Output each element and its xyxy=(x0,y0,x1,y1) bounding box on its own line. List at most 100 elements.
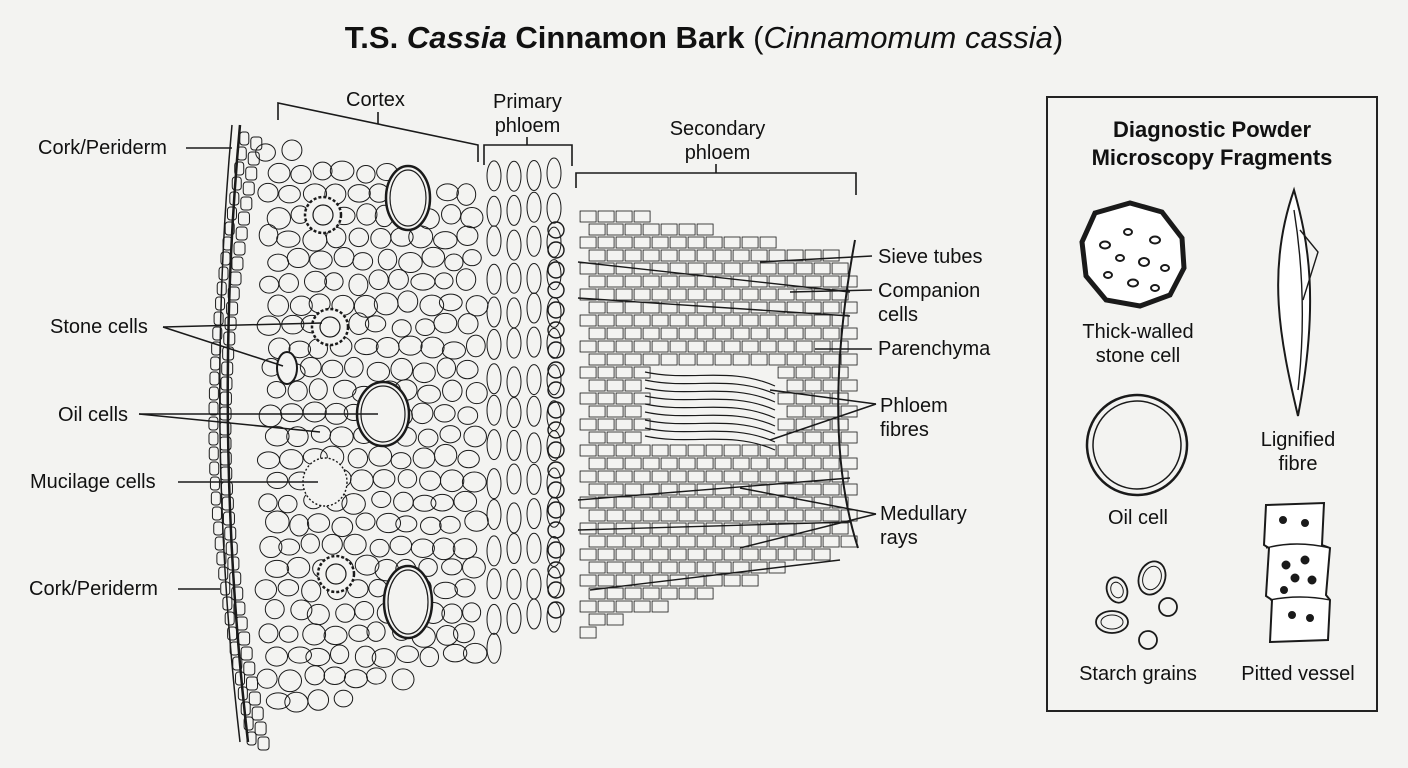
secondary-phloem-cell xyxy=(624,587,642,600)
cork-cell xyxy=(211,341,222,356)
phloem-cell xyxy=(526,432,542,464)
parenchyma-cell xyxy=(265,510,290,534)
secondary-phloem-cell xyxy=(678,483,696,496)
secondary-phloem-cell xyxy=(579,262,597,275)
parenchyma-cell xyxy=(267,294,290,317)
parenchyma-cell xyxy=(308,378,328,401)
parenchyma-cell xyxy=(264,599,285,620)
cork-cell xyxy=(229,571,242,586)
title-genus: Cassia xyxy=(406,20,507,55)
cork-cell xyxy=(232,656,243,671)
secondary-phloem-cell xyxy=(741,340,759,353)
secondary-phloem-cell xyxy=(759,236,777,249)
secondary-phloem-cell xyxy=(651,444,669,457)
parenchyma-cell xyxy=(439,515,461,534)
secondary-phloem-cell xyxy=(822,301,840,314)
phloem-cell xyxy=(547,501,565,519)
secondary-phloem-cell xyxy=(804,327,822,340)
phloem-cell xyxy=(547,541,565,559)
secondary-phloem-cell xyxy=(642,483,660,496)
secondary-phloem-cell xyxy=(831,288,849,301)
secondary-phloem-cell xyxy=(615,470,633,483)
secondary-phloem-cell xyxy=(840,275,858,288)
secondary-phloem-cell xyxy=(588,405,606,418)
secondary-phloem-cell xyxy=(831,366,849,379)
secondary-phloem-cell xyxy=(732,249,750,262)
secondary-phloem-cell xyxy=(705,262,723,275)
secondary-phloem-cell xyxy=(615,548,633,561)
secondary-phloem-cell xyxy=(705,496,723,509)
secondary-phloem-cell xyxy=(687,470,705,483)
secondary-phloem-cell xyxy=(822,457,840,470)
secondary-phloem-cell xyxy=(660,353,678,366)
parenchyma-cell xyxy=(265,646,289,667)
parenchyma-cell xyxy=(439,425,462,444)
parenchyma-cell xyxy=(278,273,299,293)
cork-cell xyxy=(226,206,237,221)
parenchyma-cell xyxy=(452,538,478,560)
secondary-phloem-cell xyxy=(615,236,633,249)
secondary-phloem-cell xyxy=(696,353,714,366)
secondary-phloem-cell xyxy=(624,457,642,470)
phloem-fibre xyxy=(644,411,776,427)
pitted-vessel-icon xyxy=(1262,501,1332,644)
secondary-phloem-cell xyxy=(804,483,822,496)
secondary-phloem-cell xyxy=(804,509,822,522)
secondary-phloem-cell xyxy=(633,392,651,405)
parenchyma-cell xyxy=(417,384,441,404)
phloem-cell xyxy=(486,429,502,461)
secondary-phloem-cell xyxy=(606,483,624,496)
phloem-fibres-label: Phloem fibres xyxy=(880,394,948,442)
secondary-phloem-cell xyxy=(795,314,813,327)
secondary-phloem-cell xyxy=(660,587,678,600)
secondary-phloem-cell xyxy=(705,236,723,249)
parenchyma-cell xyxy=(354,645,377,668)
secondary-phloem-cell xyxy=(822,509,840,522)
secondary-phloem-cell xyxy=(750,327,768,340)
secondary-phloem-cell xyxy=(597,600,615,613)
parenchyma-cell xyxy=(348,227,370,248)
parenchyma-cell xyxy=(465,381,488,405)
cork-cell xyxy=(257,736,270,751)
phloem-fibre xyxy=(644,379,776,395)
secondary-phloem-cell xyxy=(579,210,597,223)
stone-cell xyxy=(276,351,298,385)
secondary-phloem-cell xyxy=(714,353,732,366)
secondary-phloem-cell xyxy=(579,366,597,379)
parenchyma-cell xyxy=(329,426,354,448)
parenchyma-cell xyxy=(412,447,436,469)
secondary-phloem-cell xyxy=(606,275,624,288)
secondary-phloem-cell xyxy=(624,483,642,496)
cork-cell xyxy=(240,646,253,661)
secondary-phloem-cell xyxy=(759,288,777,301)
secondary-phloem-cell xyxy=(831,444,849,457)
parenchyma-cell xyxy=(419,294,445,317)
secondary-phloem-cell xyxy=(795,262,813,275)
secondary-phloem-cell xyxy=(822,535,840,548)
secondary-phloem-cell xyxy=(786,483,804,496)
cork-cell xyxy=(214,536,225,551)
phloem-cell xyxy=(526,463,542,495)
secondary-phloem-cell xyxy=(588,275,606,288)
primary-phloem-label-line2: phloem xyxy=(494,115,561,137)
secondary-phloem-cell xyxy=(687,548,705,561)
phloem-cell xyxy=(486,363,502,395)
secondary-phloem-cell xyxy=(579,340,597,353)
secondary-phloem-cell xyxy=(624,509,642,522)
cork-cell xyxy=(211,506,222,521)
parenchyma-cell xyxy=(372,469,396,489)
cork-cell xyxy=(208,386,219,401)
panel-title-line2: Microscopy Fragments xyxy=(1091,145,1333,170)
cork-cell xyxy=(234,161,245,176)
secondary-phloem-cell xyxy=(660,483,678,496)
secondary-phloem-cell xyxy=(642,561,660,574)
secondary-phloem-cell xyxy=(705,314,723,327)
parenchyma-cell xyxy=(420,336,445,359)
secondary-phloem-cell xyxy=(741,288,759,301)
parenchyma-cell xyxy=(391,319,412,338)
secondary-phloem-cell xyxy=(741,314,759,327)
cork-cell xyxy=(209,371,220,386)
parenchyma-cell xyxy=(439,469,465,493)
secondary-phloem-cell xyxy=(696,223,714,236)
cork-cell xyxy=(220,481,233,496)
